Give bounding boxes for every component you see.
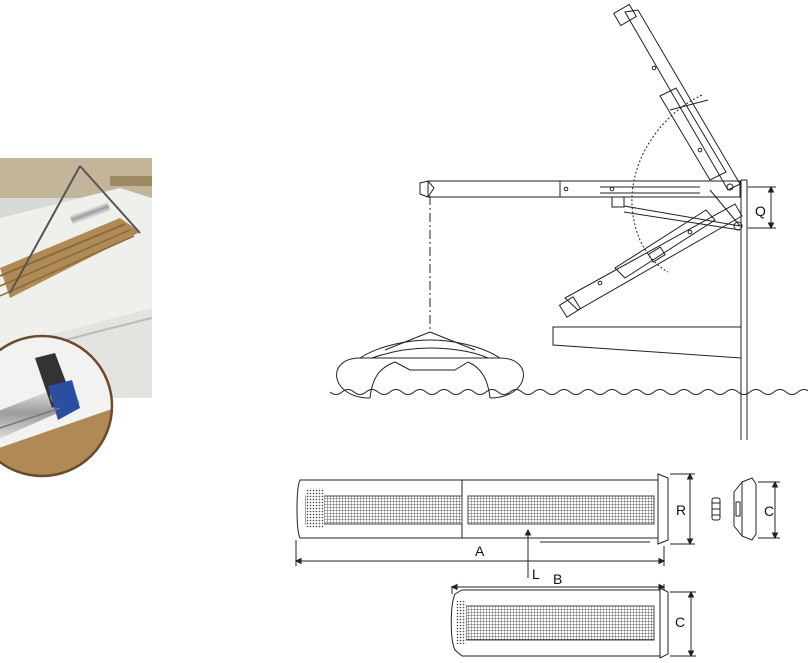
label-a: A (475, 543, 485, 559)
product-photo (0, 158, 158, 478)
top-view-folded (450, 583, 696, 659)
top-view-extended (296, 473, 669, 545)
transom-wall (740, 179, 748, 440)
water-line (329, 389, 808, 395)
label-c-folded: C (675, 614, 685, 630)
end-view (711, 477, 780, 541)
label-c-side: C (764, 503, 774, 519)
label-r: R (676, 502, 686, 518)
pivot-bracket (623, 189, 743, 231)
label-q: Q (755, 203, 766, 219)
detail-inset (0, 334, 114, 478)
swim-platform (552, 326, 742, 359)
label-b: B (553, 571, 562, 587)
product-photo-art (0, 158, 152, 478)
dinghy (336, 331, 524, 399)
dimension-r (670, 472, 695, 546)
dimension-l (524, 528, 532, 578)
swing-arc (631, 94, 703, 273)
dimension-a (294, 540, 666, 566)
dimension-q (748, 185, 776, 230)
arm-lowered (558, 203, 743, 318)
label-l: L (532, 566, 540, 582)
arm-horizontal (419, 180, 741, 208)
arm-raised (613, 3, 741, 191)
